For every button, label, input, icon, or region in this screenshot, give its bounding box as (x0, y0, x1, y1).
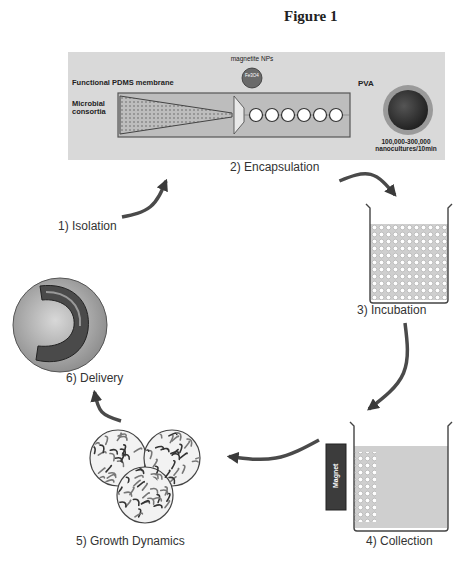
step-label: 2) Encapsulation (230, 161, 319, 175)
membrane-label: Functional PDMS membrane (72, 79, 202, 87)
stomach-illustration (13, 278, 107, 372)
cycle-arrow (339, 174, 395, 195)
cycle-arrow (369, 323, 407, 409)
pva-label: PVA (358, 80, 388, 89)
figure-title: Figure 1 (284, 8, 337, 25)
collection-beaker (326, 422, 452, 531)
step-label: 1) Isolation (58, 220, 117, 234)
magnet-label: Magnet (332, 451, 340, 501)
collection-step: 4) Collection (322, 412, 456, 552)
step-label: 6) Delivery (66, 372, 123, 386)
step-label: 5) Growth Dynamics (76, 535, 185, 549)
incubation-beaker (366, 204, 452, 303)
encapsulation-step: 2) Encapsulation (68, 52, 445, 178)
step-label: 4) Collection (366, 535, 433, 549)
throughput-label: 100,000-300,000 nanocultures/10min (366, 138, 446, 152)
nanoparticle-label: magnetite NPs (216, 55, 288, 62)
cycle-arrow (122, 181, 166, 217)
delivery-step: 6) Delivery (12, 278, 162, 388)
incubation-step: 3) Incubation (355, 198, 455, 320)
consortia-label: Microbial consortia (72, 100, 116, 117)
growth-colonies (90, 430, 204, 524)
encapsulation-panel (68, 52, 445, 160)
formula-label: Fe3O4 (242, 74, 262, 79)
cycle-arrow (95, 392, 122, 421)
step-label: 3) Incubation (357, 304, 426, 318)
cycle-arrow (229, 440, 319, 459)
growth-step: 5) Growth Dynamics (76, 425, 226, 551)
isolation-step: 1) Isolation (58, 220, 138, 236)
